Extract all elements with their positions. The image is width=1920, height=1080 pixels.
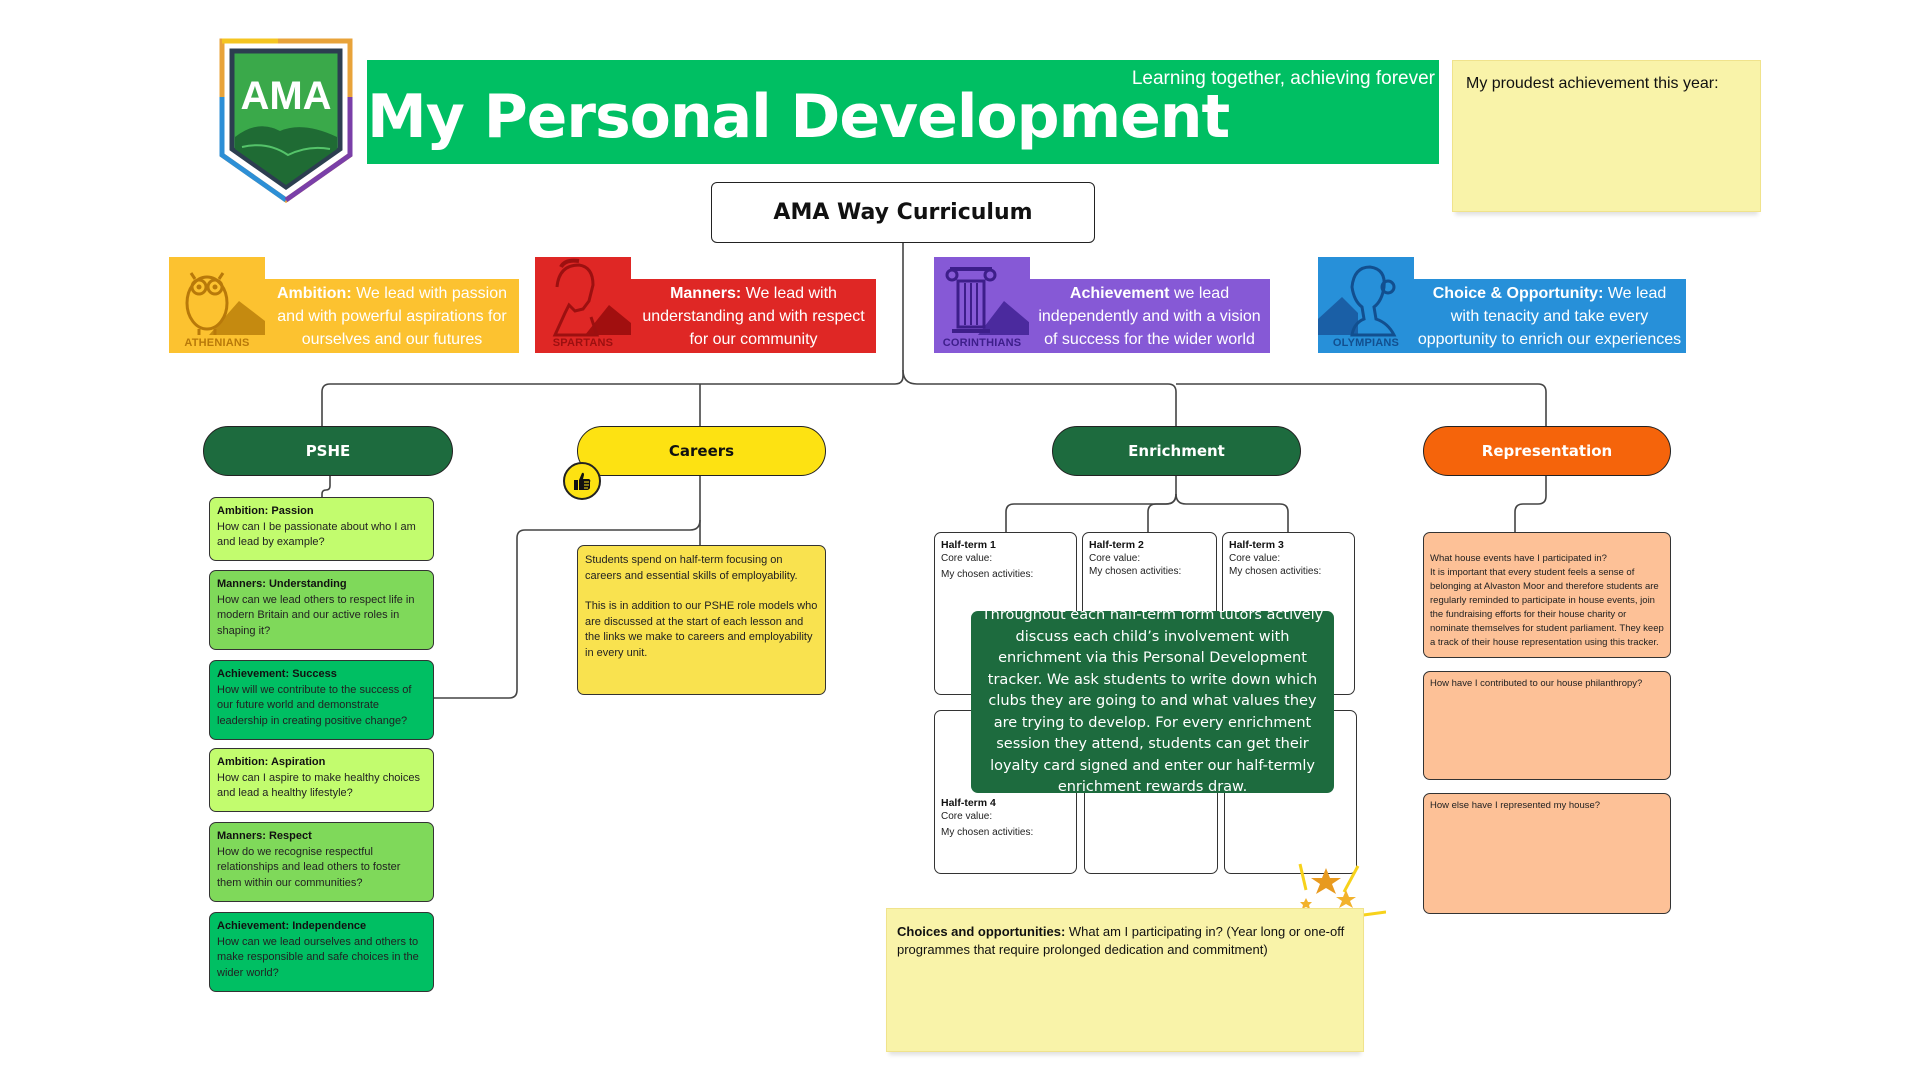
house-corinthians-badge: CORINTHIANS — [934, 257, 1030, 353]
pshe-card-title: Ambition: Aspiration — [217, 756, 326, 768]
proudest-achievement-note[interactable]: My proudest achievement this year: — [1452, 60, 1761, 212]
thumbs-up-icon — [563, 462, 601, 500]
core-value-label: Core value: — [1089, 553, 1141, 564]
pshe-card-text: How can we lead ourselves and others to … — [217, 935, 419, 979]
owl-icon — [185, 272, 265, 335]
half-term-title: Half-term 4 — [941, 797, 996, 809]
value-description: We lead with passion and with powerful a… — [277, 284, 507, 348]
pshe-card-title: Achievement: Independence — [217, 920, 367, 932]
pillar-representation-label: Representation — [1481, 442, 1613, 460]
pshe-card-title: Achievement: Success — [217, 668, 337, 680]
pillar-careers[interactable]: Careers — [577, 426, 826, 476]
pillar-pshe[interactable]: PSHE — [203, 426, 453, 476]
logo-text: AMA — [240, 74, 331, 118]
careers-info-card: Students spend on half-term focusing on … — [577, 545, 826, 695]
pshe-card-manners-respect: Manners: Respect How do we recognise res… — [209, 822, 434, 902]
half-term-4-labels: Half-term 4 Core value: My chosen activi… — [941, 797, 1072, 839]
pillar-enrichment-label: Enrichment — [1128, 442, 1225, 460]
curriculum-root-node: AMA Way Curriculum — [711, 182, 1095, 243]
pshe-card-title: Ambition: Passion — [217, 505, 314, 517]
connector-to-enrichment — [902, 369, 1177, 426]
pshe-card-text: How will we contribute to the success of… — [217, 683, 412, 727]
pillar-pshe-label: PSHE — [305, 442, 351, 460]
rep-card-text: What house events have I participated in… — [1430, 553, 1664, 648]
half-term-title: Half-term 1 — [941, 539, 996, 551]
careers-info-paragraph-2: This is in addition to our PSHE role mod… — [585, 600, 818, 659]
careers-info-paragraph-1: Students spend on half-term focusing on … — [585, 554, 798, 582]
house-value-achievement: Achievement we lead independently and wi… — [1029, 279, 1270, 353]
chosen-activities-label: My chosen activities: — [941, 827, 1034, 838]
pshe-card-text: How can we lead others to respect life i… — [217, 593, 415, 637]
house-value-manners: Manners: We lead with understanding and … — [631, 279, 876, 353]
house-name-spartans: SPARTANS — [552, 337, 614, 349]
connector-to-pshe — [321, 243, 904, 426]
house-olympians-badge: OLYMPIANS — [1318, 257, 1414, 353]
core-value-label: Core value: — [941, 553, 993, 564]
page-header: My Personal Development Learning togethe… — [367, 60, 1439, 164]
pshe-card-text: How can I be passionate about who I am a… — [217, 520, 416, 549]
rep-card-text: How else have I represented my house? — [1430, 800, 1601, 811]
pshe-card-ambition-passion: Ambition: Passion How can I be passionat… — [209, 497, 434, 561]
connector-ht2 — [1147, 493, 1177, 532]
rep-card-philanthropy[interactable]: How have I contributed to our house phil… — [1423, 671, 1671, 780]
value-label: Achievement — [1069, 284, 1170, 302]
enrichment-note-text: Throughout each half-term form tutors ac… — [981, 607, 1324, 796]
chosen-activities-label: My chosen activities: — [1229, 566, 1322, 577]
house-name-corinthians: CORINTHIANS — [942, 337, 1022, 349]
half-term-title: Half-term 2 — [1089, 539, 1144, 551]
pshe-card-text: How do we recognise respectful relations… — [217, 845, 401, 889]
pshe-card-title: Manners: Respect — [217, 830, 312, 842]
connector-ht1 — [1005, 476, 1177, 532]
pillar-representation[interactable]: Representation — [1423, 426, 1671, 476]
value-description: We lead with tenacity and take every opp… — [1417, 284, 1682, 348]
house-value-choice-opportunity: Choice & Opportunity: We lead with tenac… — [1413, 279, 1686, 353]
spartan-helmet-icon — [552, 258, 631, 337]
house-name-athenians: ATHENIANS — [184, 337, 250, 349]
pillar-enrichment[interactable]: Enrichment — [1052, 426, 1301, 476]
rep-card-text: How have I contributed to our house phil… — [1430, 678, 1643, 689]
value-description: We lead with understanding and with resp… — [642, 284, 865, 348]
pshe-card-achievement-success: Achievement: Success How will we contrib… — [209, 660, 434, 740]
goddess-bust-icon — [1318, 265, 1397, 337]
pshe-card-ambition-aspiration: Ambition: Aspiration How can I aspire to… — [209, 748, 434, 812]
choices-label: Choices and opportunities: — [897, 924, 1066, 939]
choices-text: What am I participating in? (Year long o… — [897, 924, 1345, 957]
connector-ht3 — [1175, 493, 1289, 532]
enrichment-note: Throughout each half-term form tutors ac… — [971, 607, 1334, 795]
house-athenians-badge: ATHENIANS — [169, 257, 265, 353]
value-description: we lead independently and with a vision … — [1038, 284, 1261, 348]
curriculum-title: AMA Way Curriculum — [773, 200, 1033, 225]
choices-opportunities-note[interactable]: Choices and opportunities: What am I par… — [886, 908, 1364, 1052]
thumbs-up-glyph-icon — [574, 472, 591, 490]
rep-card-other-representation[interactable]: How else have I represented my house? — [1423, 793, 1671, 914]
house-name-olympians: OLYMPIANS — [1332, 337, 1400, 349]
shield-logo-icon: AMA — [219, 38, 353, 204]
rep-card-house-events[interactable]: What house events have I participated in… — [1423, 532, 1671, 658]
core-value-label: Core value: — [941, 811, 993, 822]
connector-pshe-cards — [321, 476, 331, 497]
chosen-activities-label: My chosen activities: — [1089, 566, 1182, 577]
tagline: Learning together, achieving forever — [1131, 68, 1435, 89]
connector-careers-pshe — [434, 519, 701, 699]
pshe-card-manners-understanding: Manners: Understanding How can we lead o… — [209, 570, 434, 650]
school-logo: AMA — [218, 37, 354, 204]
page-title: My Personal Development — [367, 82, 1230, 152]
core-value-label: Core value: — [1229, 553, 1281, 564]
pillar-careers-label: Careers — [668, 442, 735, 460]
house-value-ambition: Ambition: We lead with passion and with … — [265, 279, 519, 353]
column-icon — [945, 267, 1030, 335]
pshe-card-title: Manners: Understanding — [217, 578, 347, 590]
value-label: Choice & Opportunity: — [1432, 284, 1604, 302]
connector-rep-cards — [1514, 476, 1547, 532]
connector-to-representation — [1176, 383, 1547, 426]
pshe-card-text: How can I aspire to make healthy choices… — [217, 771, 420, 800]
half-term-title: Half-term 3 — [1229, 539, 1284, 551]
proudest-achievement-label: My proudest achievement this year: — [1466, 75, 1719, 92]
pshe-card-achievement-independence: Achievement: Independence How can we lea… — [209, 912, 434, 992]
value-label: Manners: — [670, 284, 742, 302]
chosen-activities-label: My chosen activities: — [941, 569, 1034, 580]
value-label: Ambition: — [277, 284, 352, 302]
house-spartans-badge: SPARTANS — [535, 257, 631, 353]
